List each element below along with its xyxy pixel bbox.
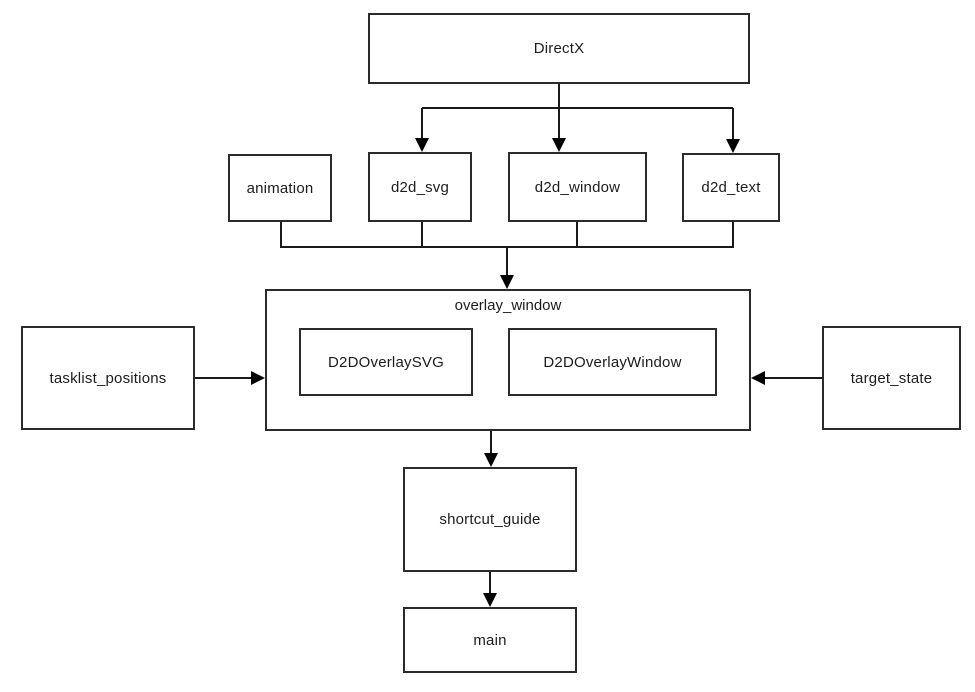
node-shortcut-guide-label: shortcut_guide — [439, 511, 541, 528]
node-d2d-svg: d2d_svg — [368, 152, 472, 222]
node-animation: animation — [228, 154, 332, 222]
node-main-label: main — [473, 631, 507, 649]
node-overlay-window-label: overlay_window — [454, 297, 562, 314]
node-d2d-overlay-svg-label: D2DOverlaySVG — [328, 353, 444, 371]
arrowhead-d2dsvg — [415, 138, 429, 152]
node-d2d-overlay-svg: D2DOverlaySVG — [299, 328, 473, 396]
node-target-state-label: target_state — [850, 369, 933, 387]
node-d2d-text-label: d2d_text — [701, 179, 761, 196]
node-directx-label: DirectX — [533, 40, 585, 57]
arrowhead-overlay-top — [500, 275, 514, 289]
arrowhead-overlay-right — [751, 371, 765, 385]
node-shortcut-guide: shortcut_guide — [403, 467, 577, 572]
node-tasklist-positions-label: tasklist_positions — [49, 369, 167, 387]
node-d2d-window: d2d_window — [508, 152, 647, 222]
arrowhead-overlay-left — [251, 371, 265, 385]
arrowhead-d2dwindow — [552, 138, 566, 152]
node-d2d-text: d2d_text — [682, 153, 780, 222]
node-d2d-svg-label: d2d_svg — [390, 178, 450, 196]
node-animation-label: animation — [246, 179, 314, 197]
node-main: main — [403, 607, 577, 673]
node-directx: DirectX — [368, 13, 750, 84]
node-d2d-window-label: d2d_window — [534, 178, 621, 196]
arrowhead-shortcut — [484, 453, 498, 467]
node-tasklist-positions: tasklist_positions — [21, 326, 195, 430]
node-d2d-overlay-window: D2DOverlayWindow — [508, 328, 717, 396]
node-target-state: target_state — [822, 326, 961, 430]
arrowhead-main — [483, 593, 497, 607]
arrowhead-d2dtext — [726, 139, 740, 153]
node-d2d-overlay-window-label: D2DOverlayWindow — [543, 353, 682, 371]
